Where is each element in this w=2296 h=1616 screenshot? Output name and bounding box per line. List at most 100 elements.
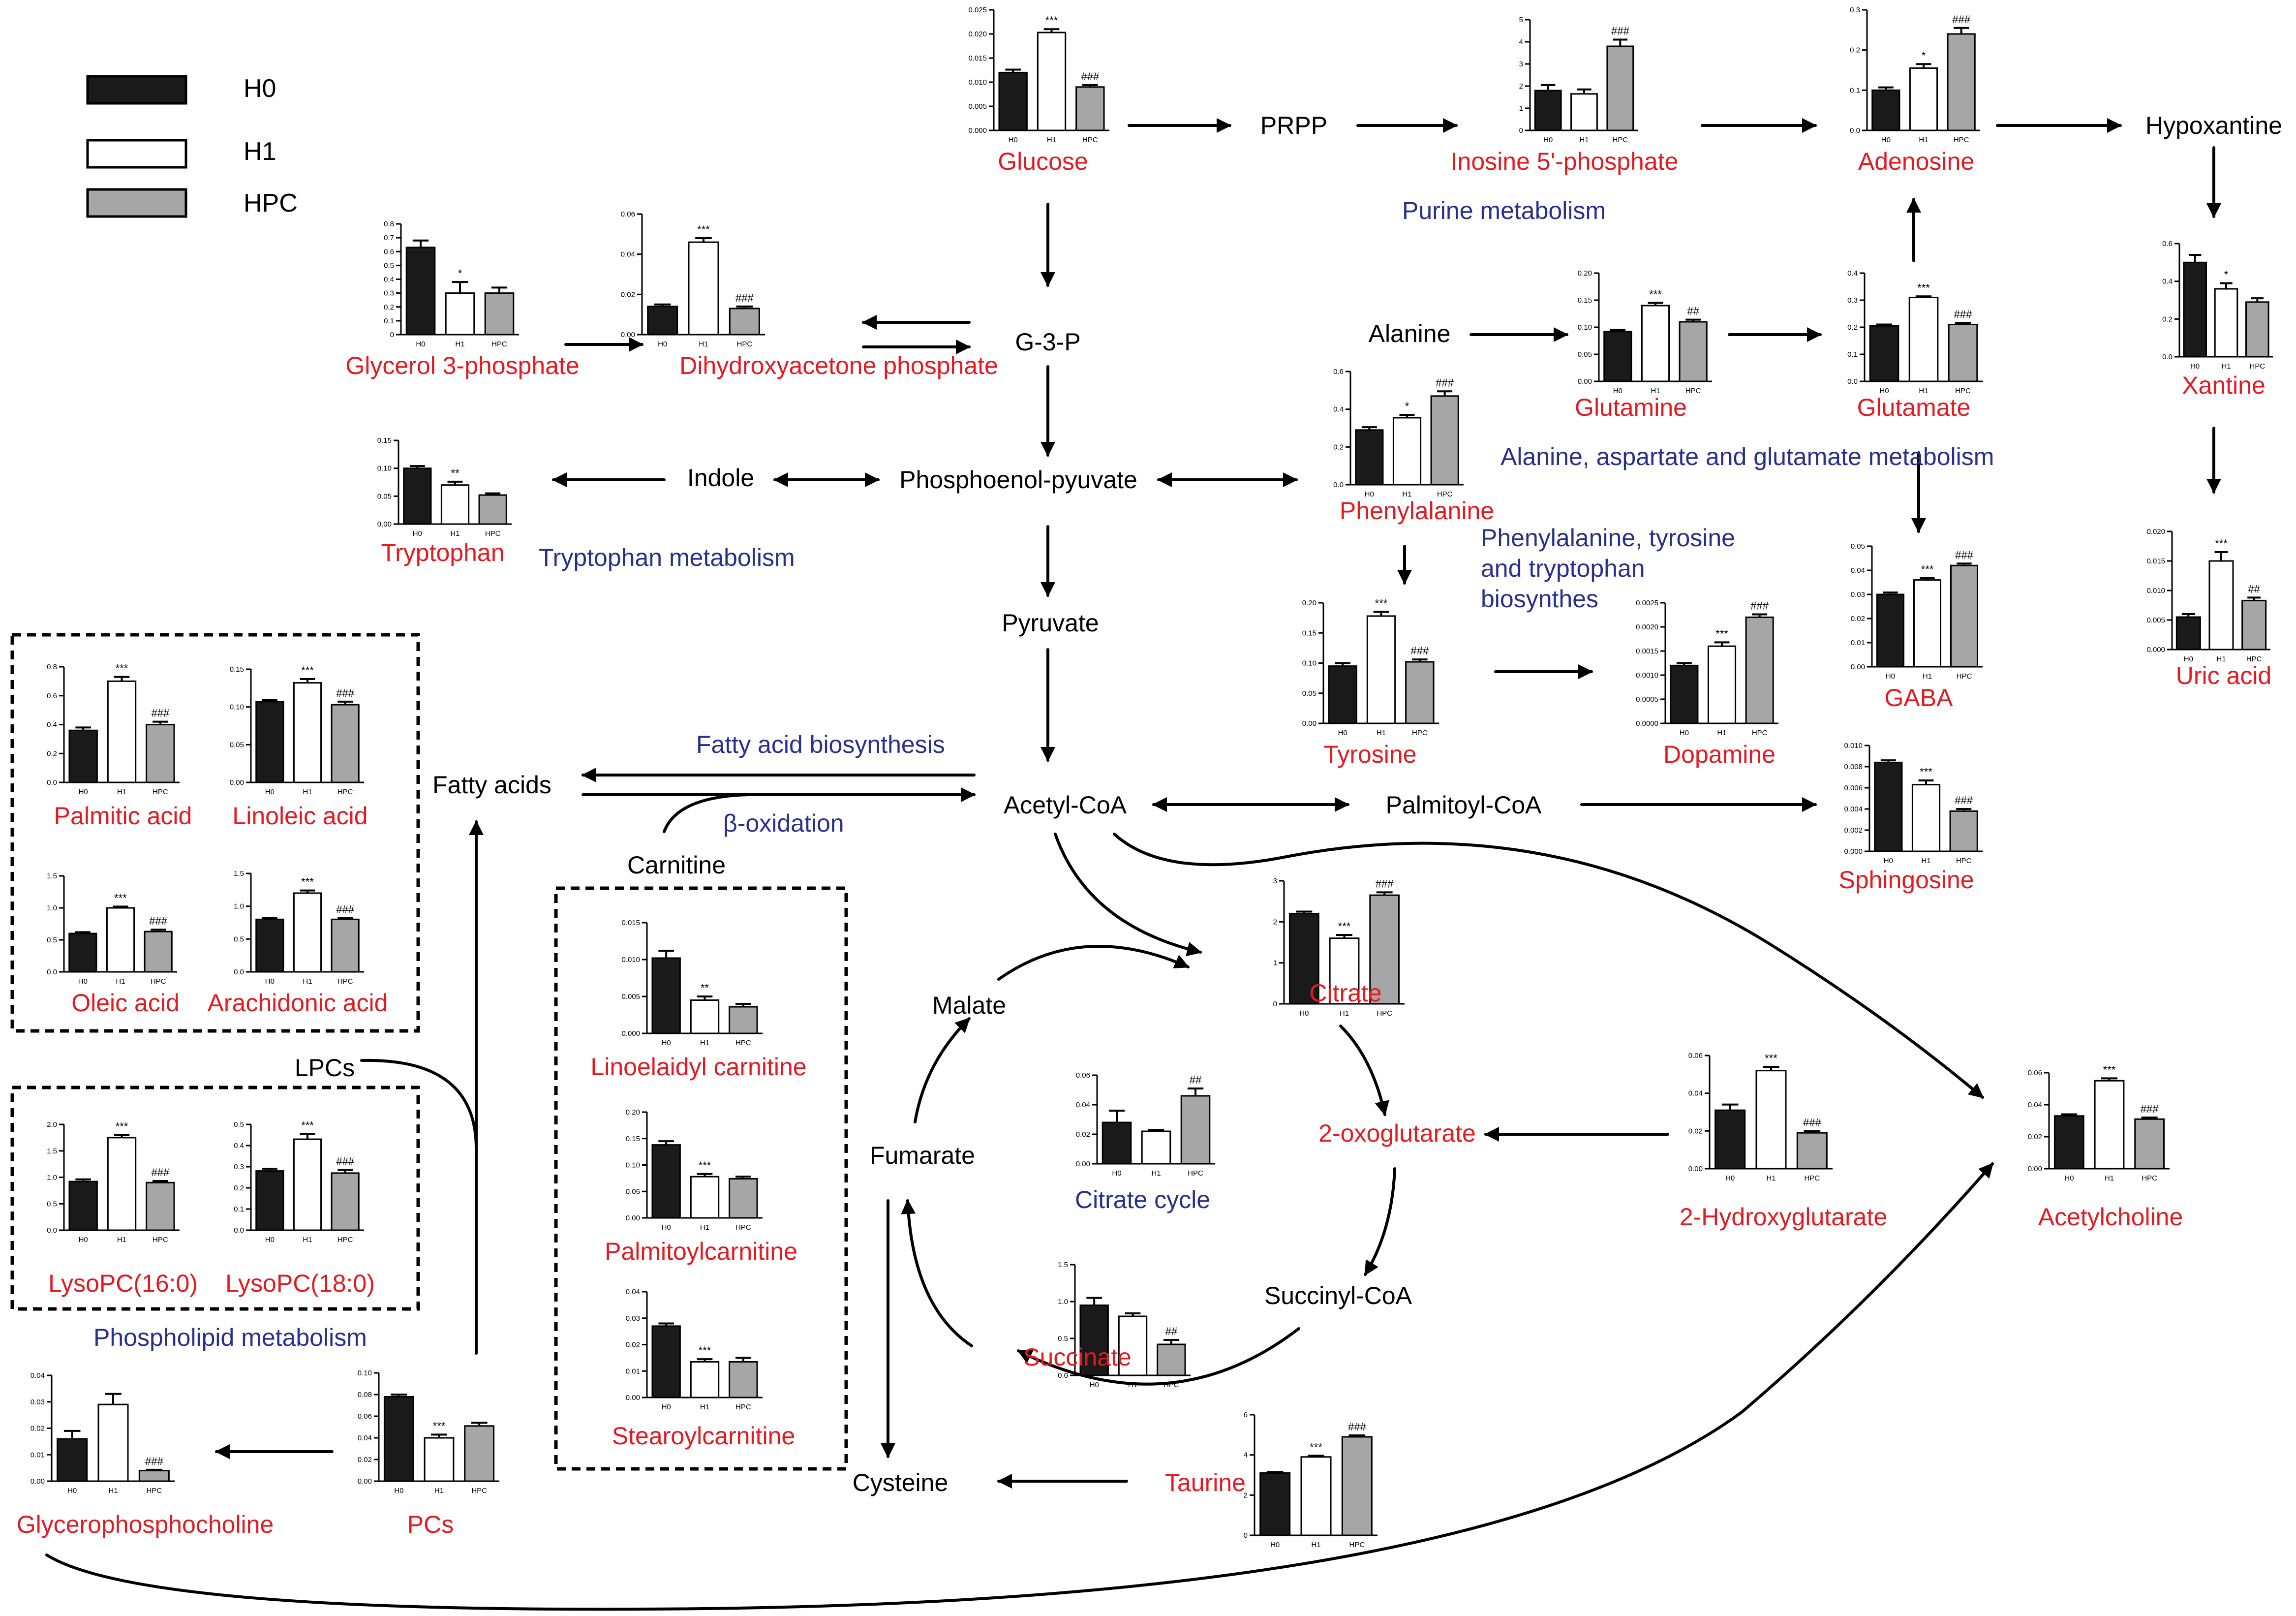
bar-h0 [405,247,436,336]
y-tick-label: 0.5 [1058,1335,1068,1343]
x-tick-label: H0 [78,977,88,986]
metabolite-label-palmitoylcarnitine: Palmitoylcarnitine [605,1238,797,1265]
x-tick-label: H0 [1112,1169,1121,1178]
arrow-acetylcoa-citrate [1054,833,1202,957]
y-tick-label: 0.015 [2146,557,2165,565]
x-tick-label: HPC [1349,1541,1365,1549]
x-tick-label: HPC [735,1223,751,1232]
x-tick-label: H1 [1047,136,1056,144]
x-tick-label: H1 [1579,136,1589,144]
x-tick-label: HPC [1957,672,1972,681]
x-tick-label: H0 [1543,136,1553,144]
carnitine-box [554,886,848,1471]
metabolite-label-gaba: GABA [1885,684,1954,712]
bar-h0 [1874,761,1903,852]
node-fatty-acids: Fatty acids [432,771,551,799]
x-tick-label: HPC [153,1236,168,1244]
x-tick-label: H0 [658,340,667,348]
chart-uric_acid: 0.0000.0050.0100.0150.020H0***H1##HPCUri… [2146,528,2271,689]
arrow-succinylcoa-succinate [1017,1327,1300,1386]
y-tick-label: 3 [1519,60,1523,68]
y-tick-label: 0.04 [621,250,635,259]
metabolite-label-sphingosine: Sphingosine [1838,866,1974,894]
bar-h0 [647,306,678,336]
metabolite-label-tyrosine: Tyrosine [1324,741,1417,768]
x-tick-label: H1 [108,1487,118,1495]
bar-h1 [293,682,322,783]
x-tick-label: H0 [1613,387,1623,395]
significance-mark: *** [301,664,314,677]
significance-mark: *** [1375,597,1388,609]
y-tick-label: 0.010 [968,78,987,87]
y-tick-label: 0.20 [626,1108,640,1117]
x-tick-label: HPC [337,1236,353,1244]
x-tick-label: HPC [1082,136,1098,144]
y-tick-label: 0.02 [2028,1133,2042,1141]
y-tick-label: 1.0 [1058,1298,1068,1306]
x-tick-label: H0 [1009,136,1018,144]
legend-swatch-hpc [86,188,187,218]
significance-mark: *** [1917,281,1930,294]
y-tick-label: 0.0 [47,778,57,787]
node-malate: Malate [932,992,1006,1019]
arrow-succinate-fumarate [901,1199,973,1347]
bar-hpc [1949,810,1978,852]
y-tick-label: 0.00 [621,331,635,339]
x-tick-label: H0 [416,340,425,348]
y-tick-label: 2 [1519,82,1523,91]
x-tick-label: H0 [1881,136,1891,144]
x-tick-label: H1 [1651,387,1660,395]
y-tick-label: 0.005 [968,102,987,111]
x-tick-label: HPC [1685,387,1701,395]
legend: H0 H1 HPC [86,74,298,218]
fatty-acid-box [10,633,420,1033]
bar-h0 [1869,325,1899,382]
bar-h0 [1259,1472,1291,1536]
metabolite-label-uric_acid: Uric acid [2176,662,2271,689]
y-tick-label: 0.000 [621,1029,640,1038]
legend-swatch-h1 [86,139,187,169]
bar-h0 [255,701,284,783]
pathway-phenyl-line1: Phenylalanine, tyrosine [1481,524,1735,552]
y-tick-label: 0.05 [230,741,244,749]
bar-hpc [1745,616,1774,724]
y-tick-label: 0.0 [1850,126,1860,135]
bar-h0 [1603,331,1632,382]
metabolite-label-arachidonic: Arachidonic acid [208,989,388,1017]
bar-h0 [68,729,98,783]
y-tick-label: 0.0 [1058,1371,1068,1380]
significance-mark: *** [1921,563,1934,576]
node-hypoxantine: Hypoxantine [2145,112,2282,139]
pathway-citrate-cycle: Citrate cycle [1075,1186,1210,1213]
x-tick-label: H1 [1919,387,1928,395]
y-tick-label: 0.3 [1850,6,1860,14]
y-tick-label: 0.0 [234,968,244,976]
pathway-phenyl-line2: and tryptophan [1481,555,1645,582]
pathway-beta-oxidation: β-oxidation [723,809,844,837]
bar-h1 [690,1361,720,1398]
bar-h0 [255,918,284,973]
y-tick-label: 0.06 [358,1412,372,1421]
x-tick-label: H1 [1151,1169,1161,1178]
bar-h1 [440,484,470,525]
node-prpp: PRPP [1260,112,1327,139]
chart-glutamine: 0.000.050.100.150.20H0***H1##HPCGlutamin… [1575,269,1712,421]
metabolite-label-lysopc18: LysoPC(18:0) [225,1270,375,1297]
significance-mark: ### [151,707,169,719]
y-tick-label: 0.04 [626,1288,640,1296]
y-tick-label: 0 [1244,1531,1248,1540]
y-tick-label: 0.06 [621,210,635,218]
significance-mark: * [1922,49,1926,62]
significance-mark: ### [336,687,354,699]
bar-h0 [1534,90,1562,131]
bar-hpc [2245,301,2269,358]
y-tick-label: 0.0 [2162,353,2173,361]
y-tick-label: 5 [1519,16,1523,24]
node-succinyl-coa: Succinyl-CoA [1264,1282,1412,1309]
y-tick-label: 0.08 [358,1391,372,1399]
bar-hpc [484,292,515,336]
